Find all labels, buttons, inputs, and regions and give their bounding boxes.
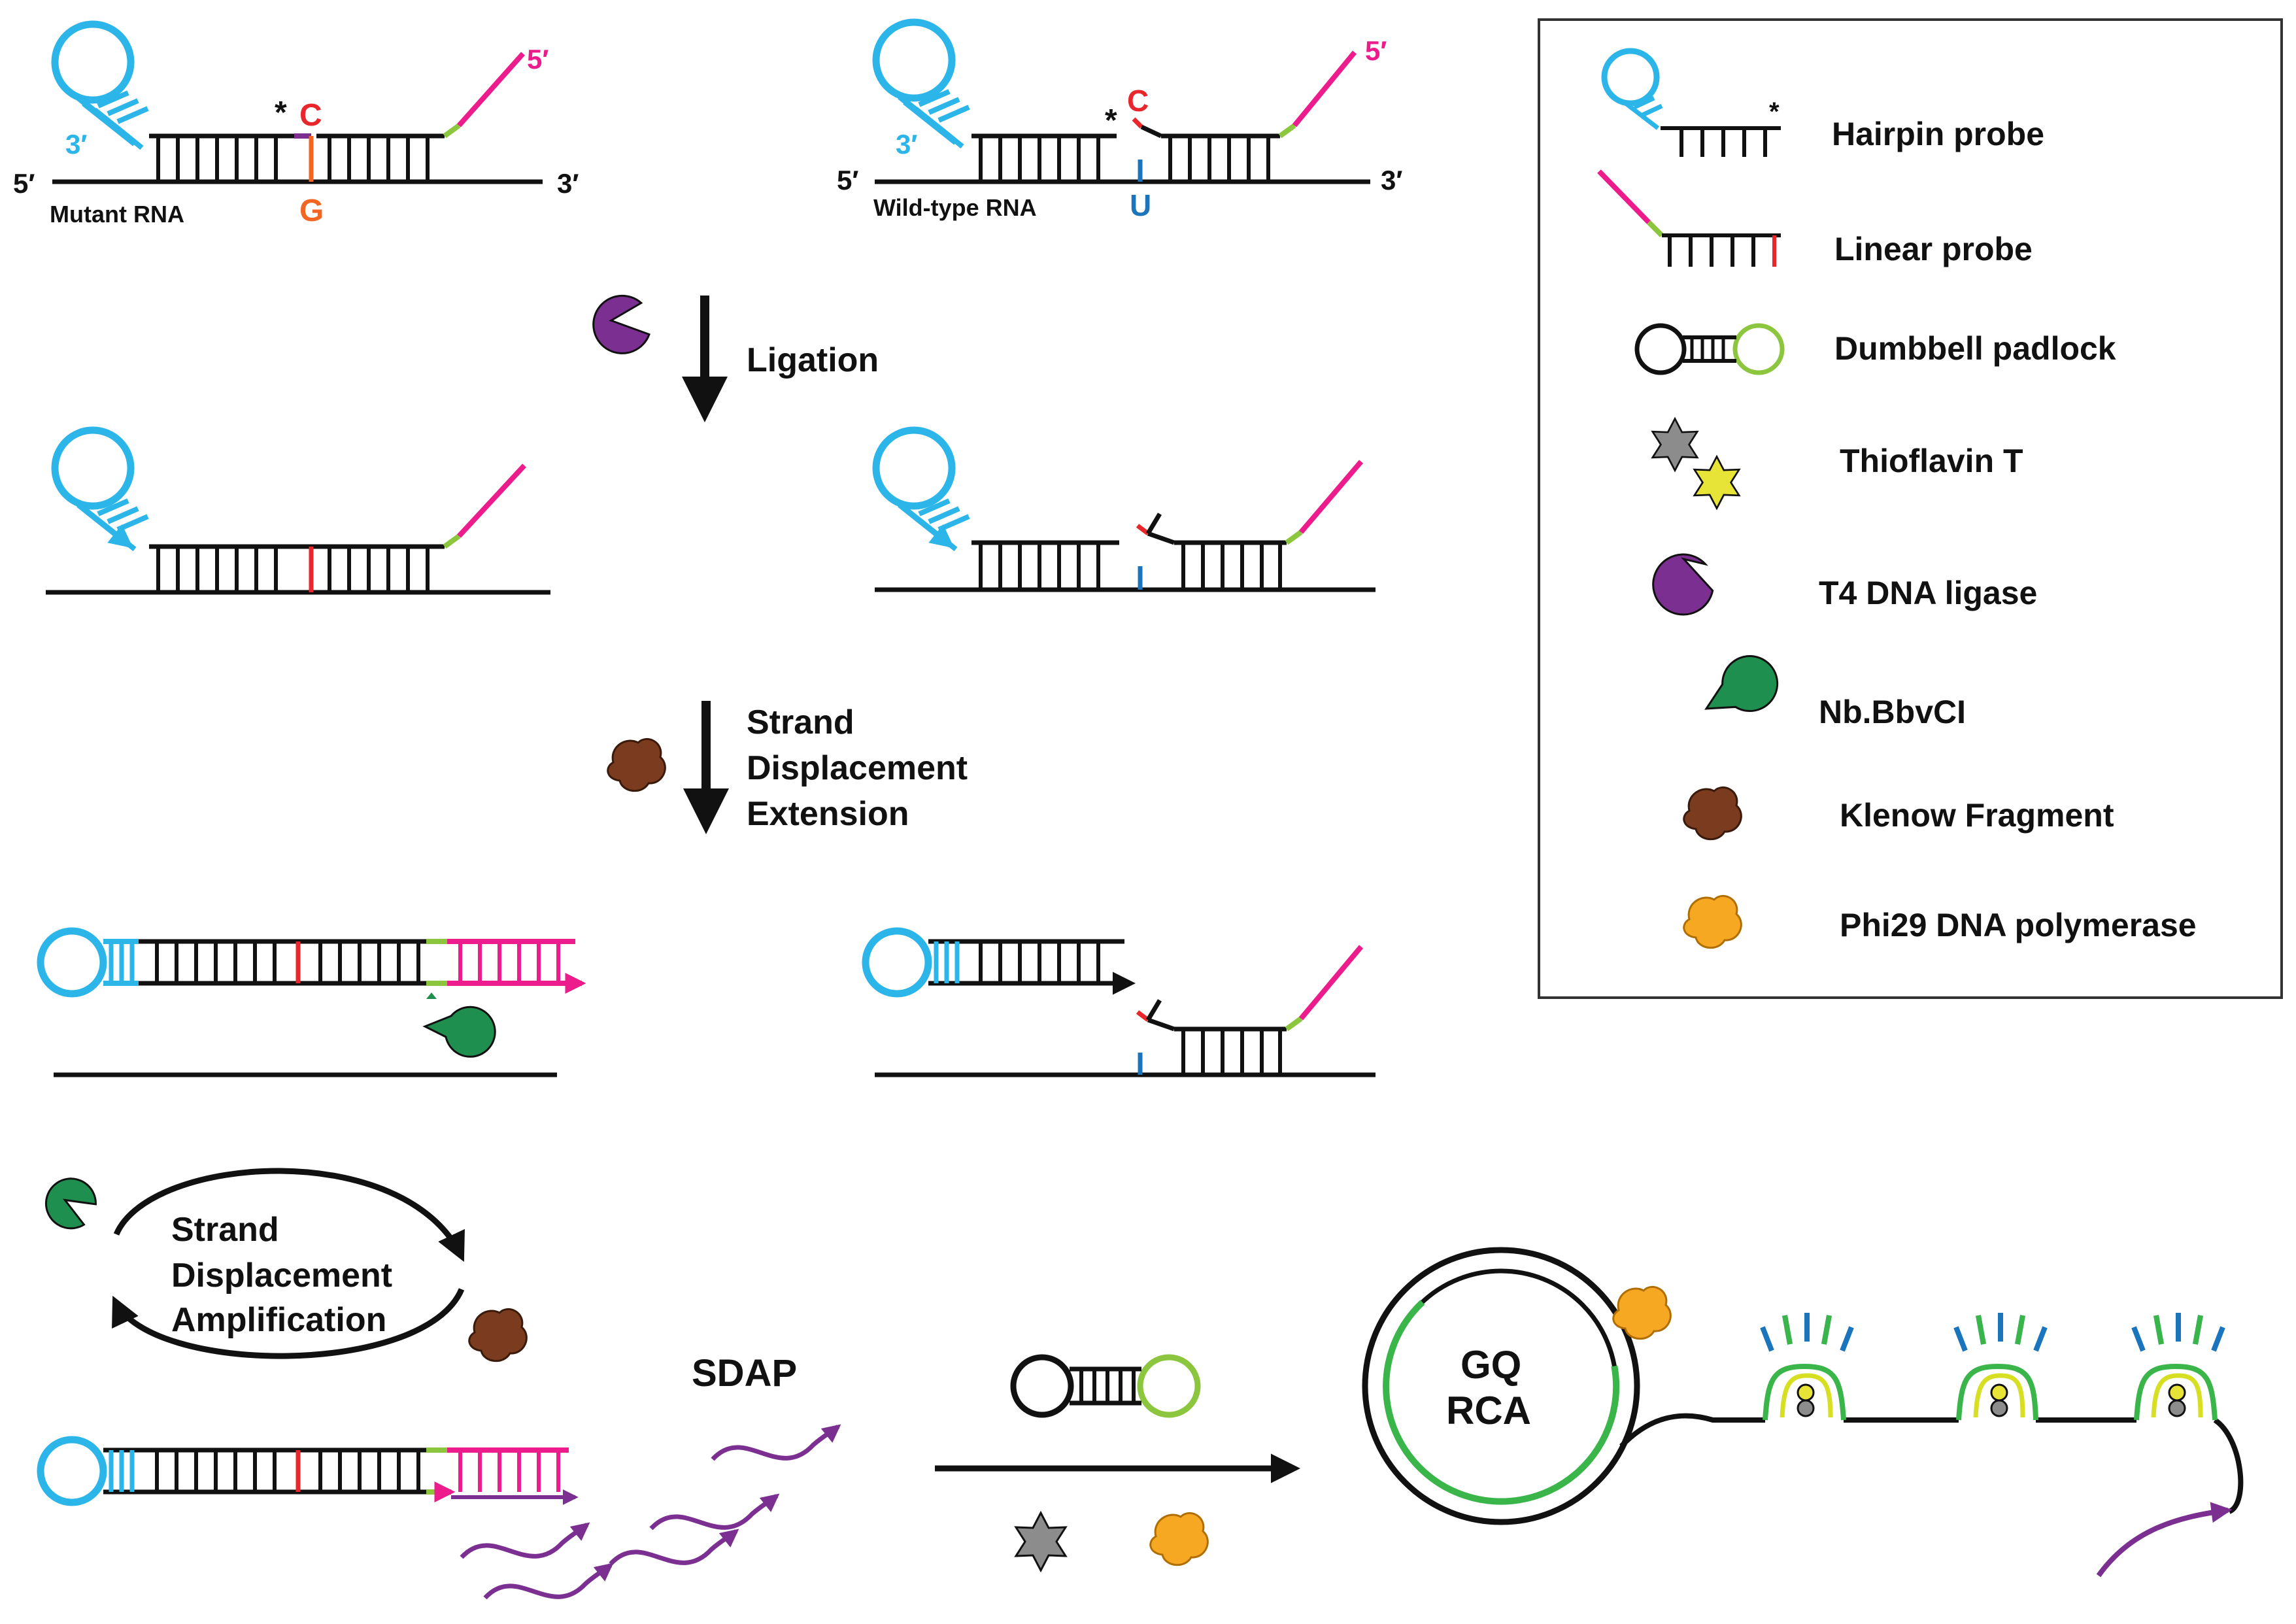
mutant-probe-5prime: 5′ xyxy=(527,44,549,75)
legend-label-thioflavin: Thioflavin T xyxy=(1840,443,2023,479)
mutant-extended xyxy=(37,927,586,1077)
cycle-label-1: Strand xyxy=(171,1211,279,1249)
phi29-blob-icon xyxy=(1149,1512,1209,1566)
wildtype-star: * xyxy=(1105,103,1117,138)
hairpin-probe-icon: * xyxy=(1601,48,1781,157)
ligation-label: Ligation xyxy=(747,341,879,379)
wildtype-unligated xyxy=(872,426,1376,592)
wildtype-probe-3prime: 3′ xyxy=(896,129,917,160)
ligase-pacman-icon xyxy=(1652,553,1714,616)
g-quadruplex-2 xyxy=(1953,1313,2048,1421)
klenow-blob-icon xyxy=(607,737,666,792)
hairpin-loop xyxy=(51,20,135,104)
klenow-blob-icon xyxy=(468,1308,528,1362)
nicking-pacman-icon xyxy=(44,1177,97,1230)
g-quadruplex-1 xyxy=(1760,1313,1854,1421)
legend-label-dumbbell: Dumbbell padlock xyxy=(1834,330,2116,367)
legend: * Hairpin probe Linear probe Dumbbell pa… xyxy=(1538,18,2283,999)
sdap-generation: SDAP xyxy=(37,1352,841,1600)
mutant-probe-3prime: 3′ xyxy=(65,129,87,160)
wildtype-probe-base: C xyxy=(1127,84,1149,118)
legend-label-phi29: Phi29 DNA polymerase xyxy=(1840,907,2197,943)
wildtype-3prime: 3′ xyxy=(1381,165,1402,195)
extension-label-2: Displacement xyxy=(747,749,968,787)
phi29-blob-icon xyxy=(1612,1285,1672,1340)
linear-probe-icon xyxy=(1597,169,1781,267)
wildtype-5prime: 5′ xyxy=(837,165,858,195)
mutant-hybrid: 3′ 5′ * C G 5′ 3′ Mutant RNA xyxy=(13,20,579,228)
legend-box xyxy=(1538,18,2283,999)
legend-label-nicking: Nb.BbvCI xyxy=(1819,694,1966,730)
rca-product: GQ RCA xyxy=(1362,1247,2244,1578)
nicking-pacman-icon xyxy=(1704,655,1779,712)
extension-step: Strand Displacement Extension xyxy=(607,701,968,834)
wildtype-hybrid: 3′ 5′ * C U 5′ 3′ Wild-type RNA xyxy=(837,18,1402,222)
nicking-pacman-icon xyxy=(422,1006,496,1058)
mutant-ligated xyxy=(46,426,550,595)
wildtype-extended xyxy=(862,927,1376,1077)
wildtype-rna-label: Wild-type RNA xyxy=(873,194,1037,221)
extension-label-1: Strand xyxy=(747,703,854,741)
wildtype-probe-5prime: 5′ xyxy=(1365,35,1387,66)
mutant-5prime: 5′ xyxy=(13,168,35,199)
sdap-label: SDAP xyxy=(692,1352,797,1395)
legend-label-ligase: T4 DNA ligase xyxy=(1819,575,2037,611)
legend-label-linear: Linear probe xyxy=(1834,231,2033,267)
legend-label-klenow: Klenow Fragment xyxy=(1840,797,2114,834)
thioflavin-star-icon xyxy=(1015,1512,1067,1572)
mutant-target-base: G xyxy=(299,194,324,228)
mutant-probe-base: C xyxy=(299,98,322,133)
wildtype-target-base: U xyxy=(1130,188,1151,222)
ligase-pacman-icon xyxy=(592,294,650,354)
cycle-label-2: Displacement xyxy=(171,1257,392,1294)
mutant-3prime: 3′ xyxy=(557,168,579,199)
amplification-cycle: Strand Displacement Amplification xyxy=(44,1168,528,1362)
cycle-label-3: Amplification xyxy=(171,1301,386,1339)
legend-label-hairpin: Hairpin probe xyxy=(1832,116,2044,152)
rca-input xyxy=(935,1354,1300,1572)
extension-label-3: Extension xyxy=(747,795,909,833)
mutant-rna-label: Mutant RNA xyxy=(50,201,184,228)
rca-label-1: GQ xyxy=(1460,1343,1521,1387)
ligation-step: Ligation xyxy=(592,294,879,422)
legend-hairpin-star: * xyxy=(1769,97,1780,126)
g-quadruplex-3 xyxy=(2131,1313,2225,1421)
mutant-star: * xyxy=(275,95,287,130)
dumbbell-padlock-icon xyxy=(1634,323,1785,375)
rca-label-2: RCA xyxy=(1446,1389,1531,1432)
